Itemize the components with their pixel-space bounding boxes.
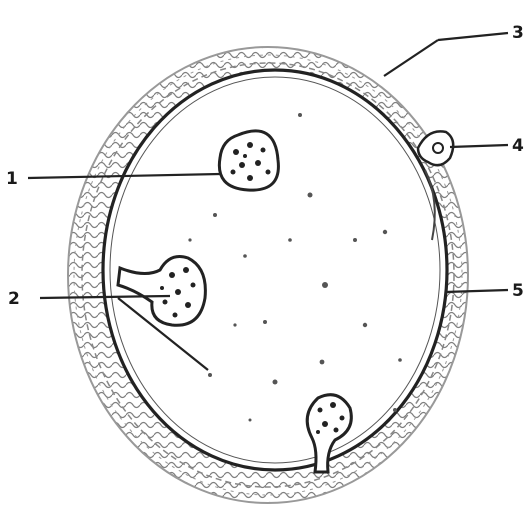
label-4: 4 xyxy=(512,136,524,156)
label-1: 1 xyxy=(6,169,18,189)
nucleus-top xyxy=(219,131,278,190)
label-5: 5 xyxy=(512,281,524,301)
label-3: 3 xyxy=(512,23,524,43)
label-2: 2 xyxy=(8,289,20,309)
